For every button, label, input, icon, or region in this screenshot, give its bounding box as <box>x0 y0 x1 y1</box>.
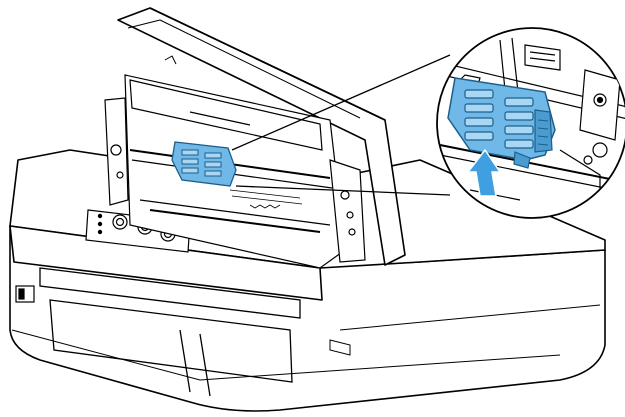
power-switch <box>15 285 35 303</box>
printer-front-face <box>9 225 323 301</box>
base-edge-lines <box>11 304 601 381</box>
print-head-part <box>171 141 237 187</box>
printer-cover-open <box>117 7 406 266</box>
arrow-up-icon <box>467 149 501 197</box>
paper-slot <box>39 267 301 397</box>
zoom-detail <box>436 27 625 219</box>
zoom-print-head-part <box>447 77 556 169</box>
callout-connector <box>231 54 451 196</box>
